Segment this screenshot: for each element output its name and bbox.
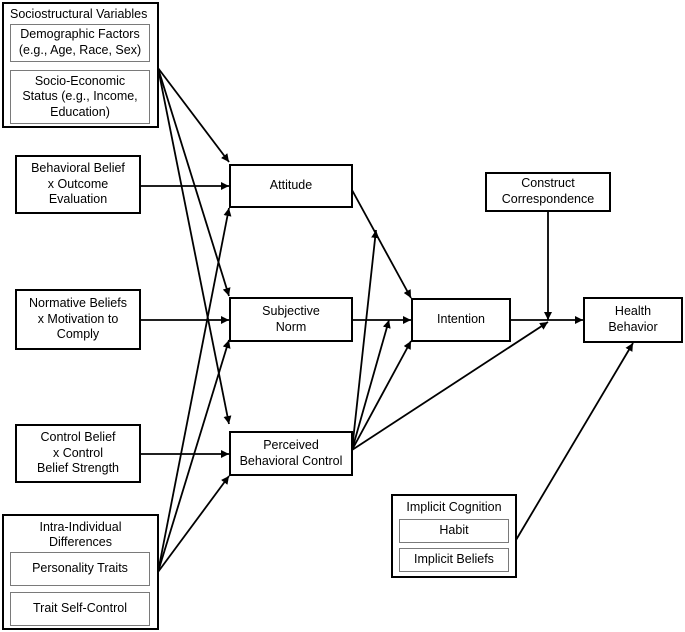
construct-correspondence-box: Construct Correspondence — [485, 172, 611, 212]
attitude-box: Attitude — [229, 164, 353, 208]
perceived-behavioral-control-box: Perceived Behavioral Control — [229, 431, 353, 476]
implicit-beliefs-box: Implicit Beliefs — [399, 548, 509, 572]
health-behavior-box: Health Behavior — [583, 297, 683, 343]
arrow-intra-to-norm — [157, 339, 231, 573]
implicit-cognition-box: Implicit Cognition Habit Implicit Belief… — [391, 494, 517, 578]
arrow-socio-to-pbc — [157, 67, 232, 425]
subjective-norm-box: Subjective Norm — [229, 297, 353, 342]
arrow-attitude-to-intention — [351, 189, 412, 299]
arrow-socio-to-norm — [157, 67, 231, 297]
arrow-intra-to-pbc — [157, 475, 230, 573]
arrow-pbc-to-intention — [351, 340, 412, 451]
sociostructural-variables-title: Sociostructural Variables — [10, 7, 148, 21]
socio-economic-status-box: Socio-Economic Status (e.g., Income, Edu… — [10, 70, 150, 124]
habit-box: Habit — [399, 519, 509, 543]
implicit-cognition-title: Implicit Cognition — [406, 500, 502, 514]
arrow-intra-to-attitude — [157, 207, 232, 573]
behavioral-belief-box: Behavioral Belief x Outcome Evaluation — [15, 155, 141, 214]
trait-self-control-box: Trait Self-Control — [10, 592, 150, 626]
normative-beliefs-box: Normative Beliefs x Motivation to Comply — [15, 289, 141, 350]
sociostructural-variables-box: Sociostructural Variables Demographic Fa… — [2, 2, 159, 128]
arrow-pbc-to-attitude-link — [351, 229, 380, 451]
intention-box: Intention — [411, 298, 511, 342]
arrow-socio-to-attitude — [157, 67, 230, 163]
arrow-pbc-to-norm-link — [351, 319, 391, 451]
intra-individual-differences-title: Intra-Individual Differences — [39, 520, 122, 549]
arrow-implicit-to-health-behavior — [515, 342, 634, 541]
intra-individual-differences-box: Intra-Individual Differences Personality… — [2, 514, 159, 630]
control-belief-box: Control Belief x Control Belief Strength — [15, 424, 141, 483]
demographic-factors-box: Demographic Factors (e.g., Age, Race, Se… — [10, 24, 150, 62]
personality-traits-box: Personality Traits — [10, 552, 150, 586]
